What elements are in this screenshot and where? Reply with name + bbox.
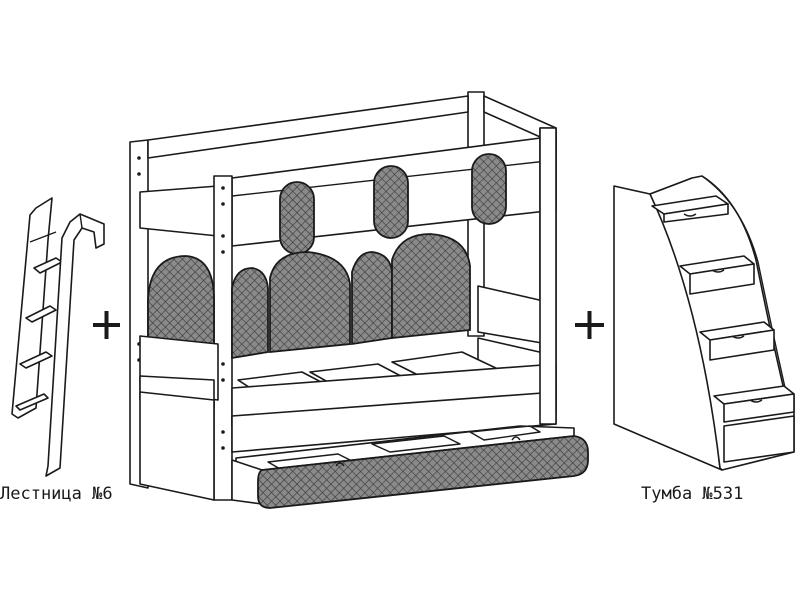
oval-pad-3 (471, 153, 507, 225)
oval-pad-1 (279, 181, 315, 255)
plus-left-icon (93, 311, 120, 339)
stand-steps (651, 195, 795, 463)
plus-right-icon (575, 311, 604, 339)
upper-side-rail (139, 185, 219, 237)
stair-stand-drawing (613, 175, 795, 471)
lower-back-pads (147, 233, 471, 374)
oval-pad-2 (373, 165, 409, 239)
top-back-rail (147, 95, 469, 159)
ladder-caption: Лестница №6 (0, 484, 113, 504)
ladder-drawing (11, 197, 105, 477)
ladder-front-rail (45, 213, 105, 477)
bunk-bed-drawing (129, 91, 589, 509)
stand-caption: Тумба №531 (641, 484, 744, 504)
front-left-post (213, 175, 233, 501)
drawer-front-pad (257, 435, 589, 509)
front-right-post (539, 127, 557, 425)
base-box (139, 391, 215, 501)
ladder-rungs (15, 231, 63, 411)
